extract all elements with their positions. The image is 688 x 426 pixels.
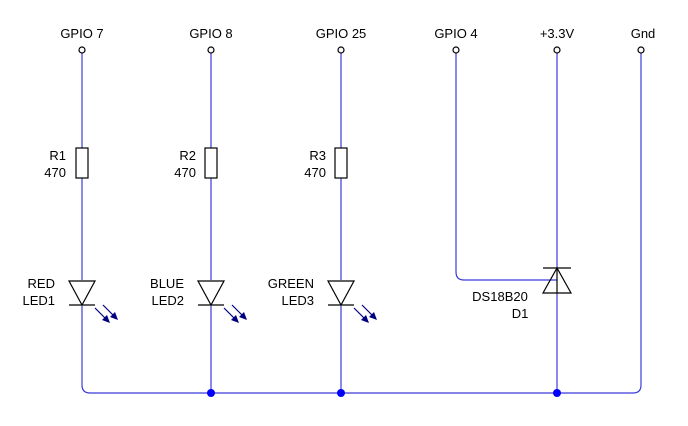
sensor-name: D1: [512, 306, 529, 321]
wire-gpio4: [455, 53, 557, 281]
resistor-value: 470: [174, 165, 196, 180]
led-color-label: BLUE: [150, 276, 184, 291]
resistor-body: [204, 147, 218, 179]
terminal-label-gpio7: GPIO 7: [60, 26, 103, 41]
terminal-pin-gpio7: [78, 46, 86, 54]
sensor-part-label: DS18B20: [472, 289, 528, 304]
light-emission-arrows-icon: [223, 304, 247, 323]
terminal-pins: [78, 46, 645, 54]
junction-dot: [207, 389, 215, 397]
terminal-pin-gpio4: [452, 46, 460, 54]
terminal-label-gpio8: GPIO 8: [189, 26, 232, 41]
terminal-pin-gnd: [637, 46, 645, 54]
wire-gnd: [632, 53, 642, 394]
junctions: [207, 389, 561, 397]
led-name: LED2: [151, 293, 184, 308]
resistor-body: [75, 147, 89, 179]
resistor-name: R2: [179, 148, 196, 163]
led-triangle: [67, 280, 97, 307]
terminal-pin-gpio8: [207, 46, 215, 54]
terminal-pin-gpio25: [337, 46, 345, 54]
resistor-name: R1: [49, 148, 66, 163]
sensor-d1: DS18B20 D1: [472, 266, 573, 321]
terminal-pin-v33: [553, 46, 561, 54]
led-led3: GREEN LED3: [268, 276, 377, 323]
resistor-name: R3: [309, 148, 326, 163]
terminal-label-gpio4: GPIO 4: [434, 26, 477, 41]
led-led1: RED LED1: [22, 276, 118, 323]
led-name: LED1: [22, 293, 55, 308]
led-triangle: [196, 280, 226, 307]
led-color-label: RED: [28, 276, 55, 291]
junction-dot: [553, 389, 561, 397]
light-emission-arrows-icon: [94, 304, 118, 323]
terminal-label-gnd: Gnd: [631, 26, 656, 41]
resistor-r3: R3 470: [304, 147, 348, 180]
led-triangle: [326, 280, 356, 307]
terminal-label-v33: +3.3V: [540, 26, 575, 41]
resistor-body: [334, 147, 348, 179]
terminal-labels: GPIO 7 GPIO 8 GPIO 25 GPIO 4 +3.3V Gnd: [60, 26, 655, 41]
resistor-r2: R2 470: [174, 147, 218, 180]
wire-bus-corner-left: [81, 384, 91, 394]
led-color-label: GREEN: [268, 276, 314, 291]
light-emission-arrows-icon: [353, 304, 377, 323]
resistor-r1: R1 470: [44, 147, 89, 180]
terminal-label-gpio25: GPIO 25: [316, 26, 367, 41]
led-name: LED3: [281, 293, 314, 308]
resistor-value: 470: [304, 165, 326, 180]
resistor-value: 470: [44, 165, 66, 180]
wires: [81, 53, 642, 394]
led-led2: BLUE LED2: [150, 276, 247, 323]
junction-dot: [337, 389, 345, 397]
